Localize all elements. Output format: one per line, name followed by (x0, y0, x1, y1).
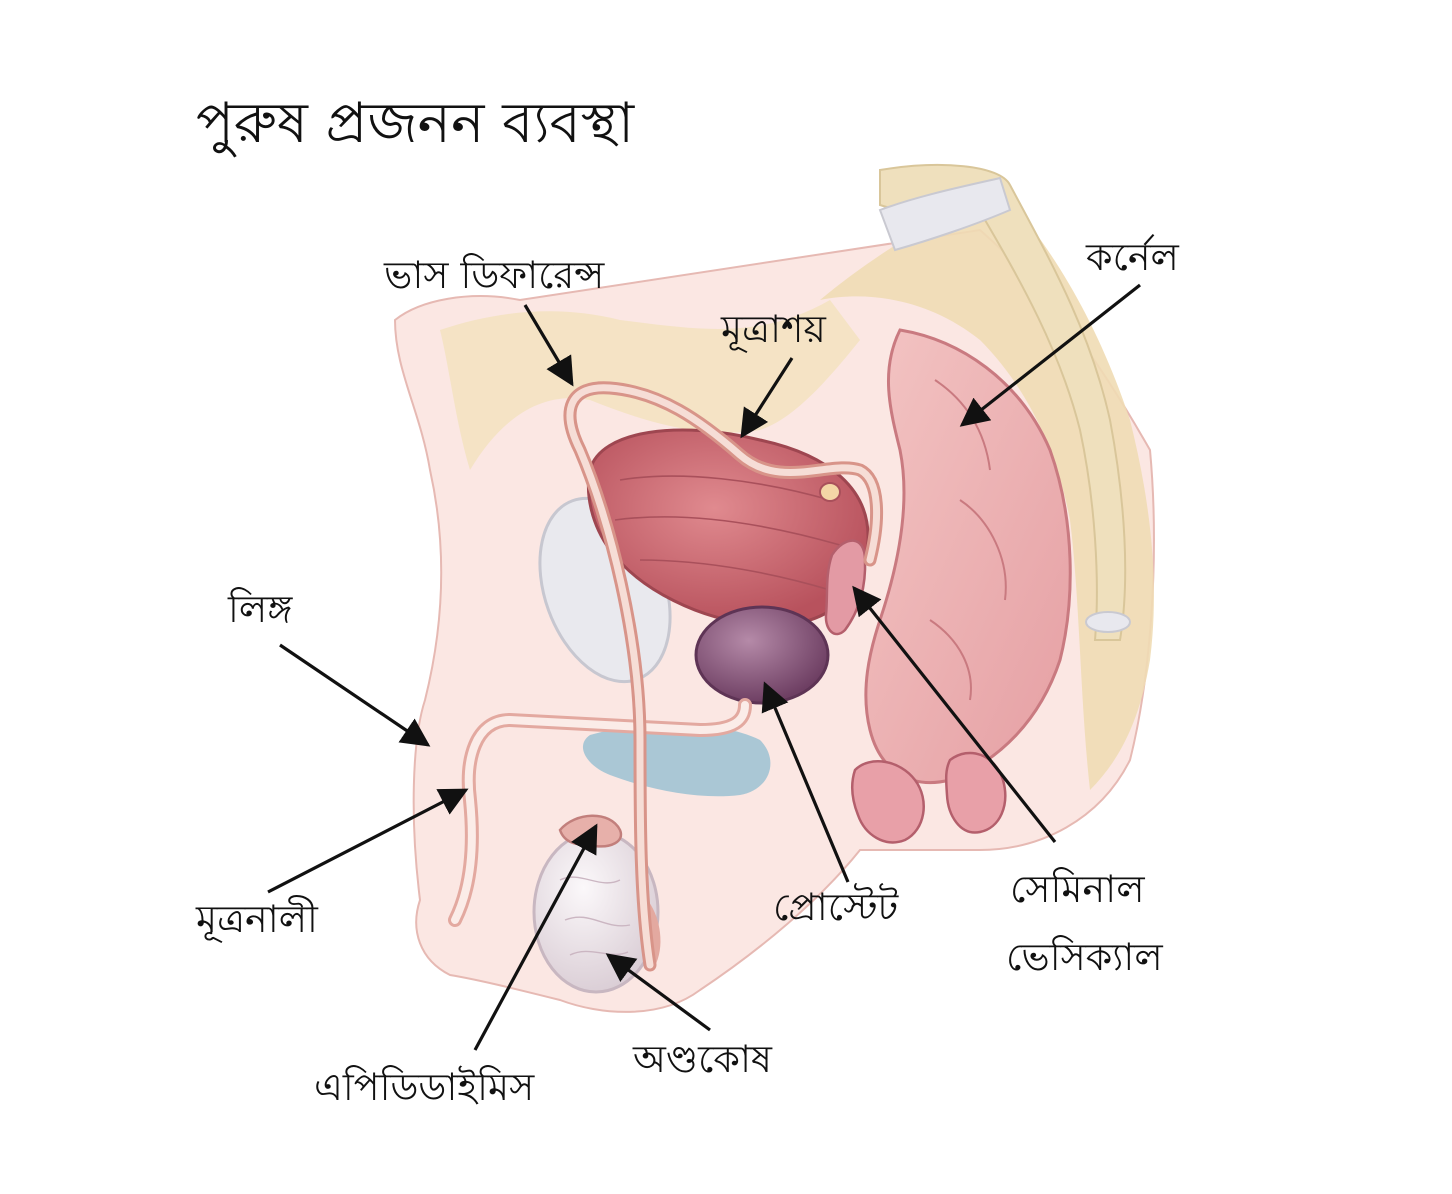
arrow-colon (959, 283, 1141, 427)
label-vas-deferens: ভাস ডিফারেন্স (383, 253, 605, 297)
label-seminal-vesicle-line2: ভেসিক্যাল (1006, 935, 1163, 979)
arrow-bladder (740, 357, 794, 439)
label-testis: অণ্ডকোষ (632, 1037, 773, 1081)
testis (532, 830, 660, 994)
sacrum-bone (878, 164, 1131, 641)
arrow-seminal-vesicle (852, 585, 1057, 843)
label-colon: কর্নেল (1085, 234, 1180, 279)
label-bladder: মূত্রাশয় (720, 307, 827, 353)
vas-deferens (563, 381, 883, 972)
spongy-tissue (582, 724, 771, 797)
label-urethra: মূত্রনালী (195, 895, 319, 943)
urethra (448, 698, 752, 927)
arrow-vas-deferens (523, 304, 574, 387)
arrow-penis (279, 643, 431, 747)
label-prostate: প্রোস্টেট (773, 883, 900, 929)
arrow-testis (605, 953, 711, 1032)
label-seminal-vesicle-line1: সেমিনাল (1010, 867, 1145, 911)
prostate (694, 605, 830, 705)
arrow-prostate (761, 681, 850, 883)
arrow-urethra (267, 788, 469, 894)
sphincter-muscles (850, 751, 1007, 844)
label-epididymis: এপিডিডাইমিস (314, 1065, 535, 1109)
diagram-title: পুরুষ প্রজনন ব্যবস্থা (196, 91, 635, 157)
arrow-epididymis (473, 823, 598, 1051)
label-penis: লিঙ্গ (227, 587, 293, 631)
